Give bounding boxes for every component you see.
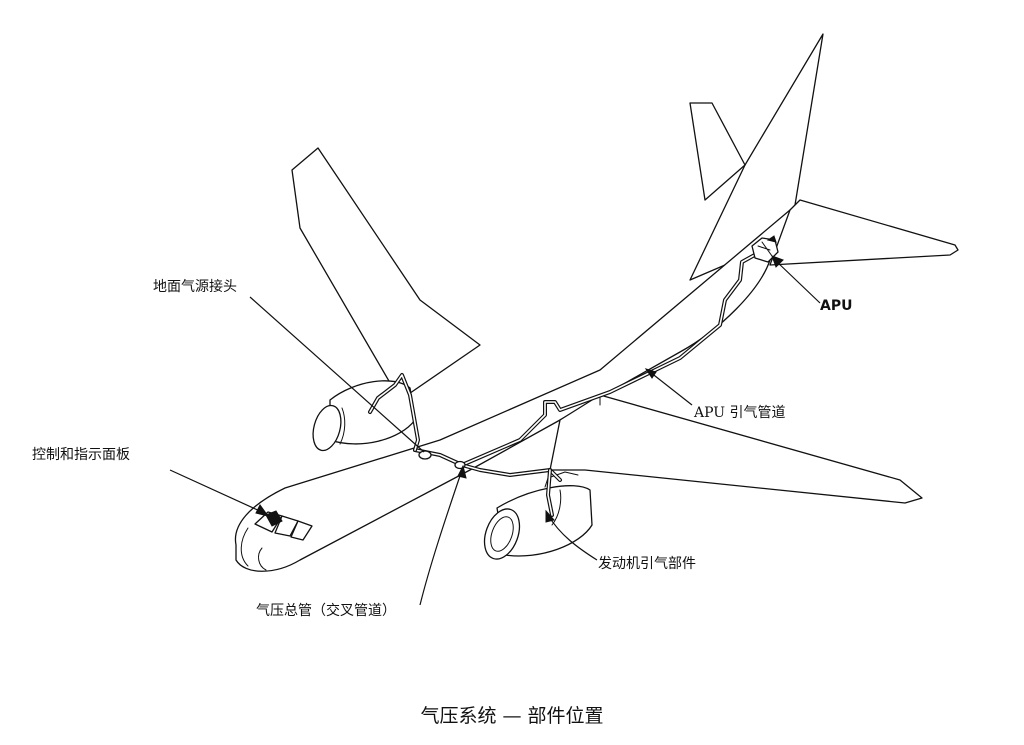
- right-stabilizer: [769, 199, 959, 266]
- right-engine: [483, 471, 593, 560]
- left-engine: [312, 380, 416, 452]
- fuselage: [234, 203, 806, 572]
- label-apu: APU: [820, 298, 852, 314]
- label-ground-connector: 地面气源接头: [153, 278, 237, 295]
- label-engine-bleed: 发动机引气部件: [598, 556, 696, 572]
- label-manifold: 气压总管（交叉管道）: [256, 602, 396, 619]
- control-panel-unit: [265, 510, 283, 527]
- airplane-illustration: [234, 33, 959, 572]
- figure-caption: 气压系统 — 部件位置: [420, 705, 603, 727]
- right-wing: [549, 394, 923, 504]
- left-stabilizer: [689, 102, 746, 201]
- label-control-panel: 控制和指示面板: [32, 447, 130, 463]
- callout-leaders: [169, 255, 821, 606]
- bleed-air-ducting: [265, 235, 779, 527]
- left-wing: [291, 147, 481, 401]
- label-apu-duct: APU 引气管道: [693, 405, 786, 421]
